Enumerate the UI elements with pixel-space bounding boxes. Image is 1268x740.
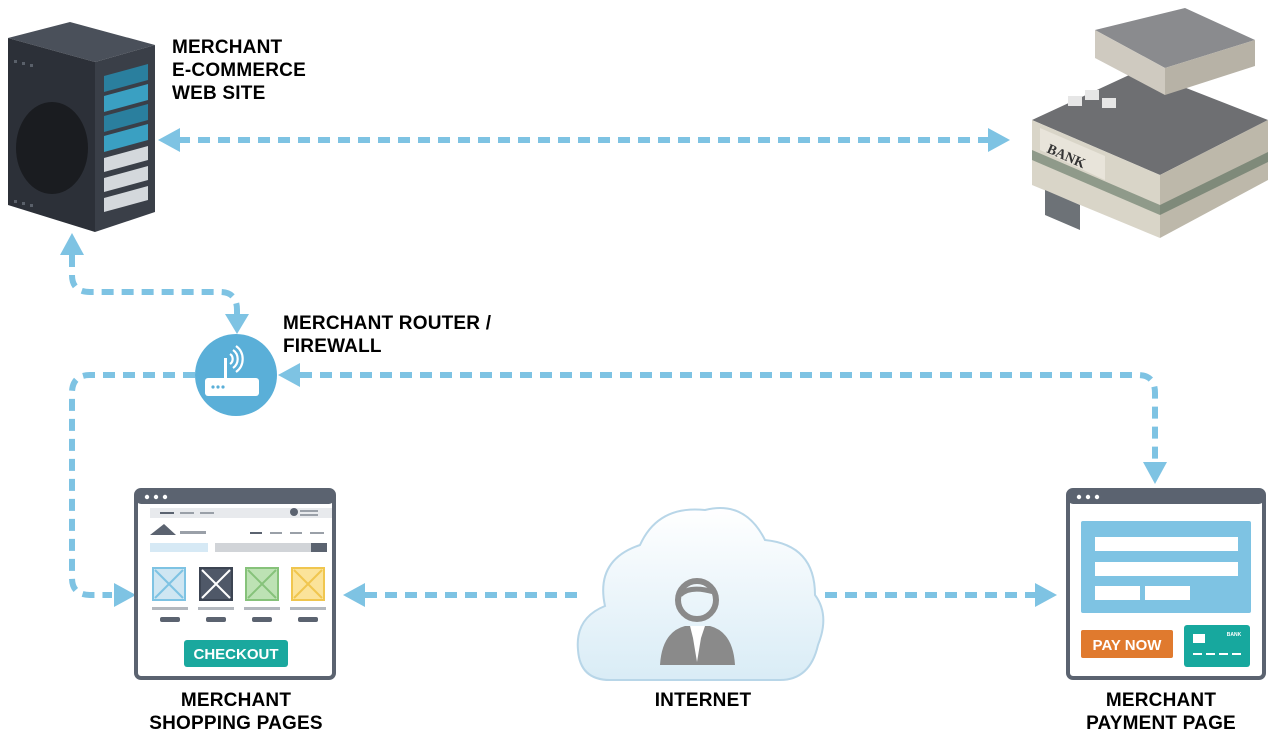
pay-now-button[interactable]: PAY NOW [1081,630,1173,658]
payment-field[interactable] [1095,537,1238,551]
router-icon [195,334,277,416]
arrowhead-up-server [60,233,84,255]
server-drive-bays [104,64,148,212]
pay-now-button-label: PAY NOW [1093,637,1163,654]
bank-building-icon: BANK [1032,8,1268,238]
connector-router-payment [300,372,1158,462]
label-line: MERCHANT ROUTER / [283,313,492,334]
label-merchant-router: MERCHANT ROUTER / FIREWALL [283,312,491,358]
arrowhead-down-router [225,314,249,334]
payment-field[interactable] [1095,586,1140,600]
product-thumb [245,567,279,601]
label-internet: INTERNET [600,689,806,712]
arrowhead-left-server [158,128,180,152]
label-line: MERCHANT [180,690,292,711]
product-thumb [152,567,186,601]
checkout-button[interactable]: CHECKOUT [184,640,288,667]
arrowhead-down-payment [1143,462,1167,484]
credit-card-icon: BANK [1184,625,1250,667]
product-thumb [199,567,233,601]
payment-field[interactable] [1095,562,1238,576]
arrowhead-right-shopping [114,583,136,607]
arrowhead-right-bank [988,128,1010,152]
card-bank-text: BANK [1227,632,1242,638]
product-thumbnails [152,567,326,622]
label-line: MERCHANT [1105,690,1217,711]
checkout-button-label: CHECKOUT [194,646,279,663]
connector-server-router [69,255,240,320]
label-line: MERCHANT [172,37,283,58]
label-merchant-payment-page: MERCHANT PAYMENT PAGE [1056,689,1266,735]
label-line: SHOPPING PAGES [149,713,323,734]
shopping-browser-window: CHECKOUT [134,488,336,680]
label-line: E-COMMERCE [172,60,306,81]
connector-router-shopping [69,372,195,598]
label-line: FIREWALL [283,336,382,357]
label-line: PAYMENT PAGE [1086,713,1236,734]
arrowhead-right-payment [1035,583,1057,607]
payment-browser-window: PAY NOW BANK [1066,488,1266,680]
label-line: WEB SITE [172,83,266,104]
cloud-user-icon [576,507,825,681]
label-line: INTERNET [654,690,752,711]
arrowhead-left-shopping [343,583,365,607]
label-merchant-web-site: MERCHANT E-COMMERCE WEB SITE [172,36,306,105]
product-thumb [291,567,325,601]
payment-field[interactable] [1145,586,1190,600]
label-merchant-shopping-pages: MERCHANT SHOPPING PAGES [120,689,352,735]
server-icon [8,22,155,232]
arrowhead-left-router [278,363,300,387]
